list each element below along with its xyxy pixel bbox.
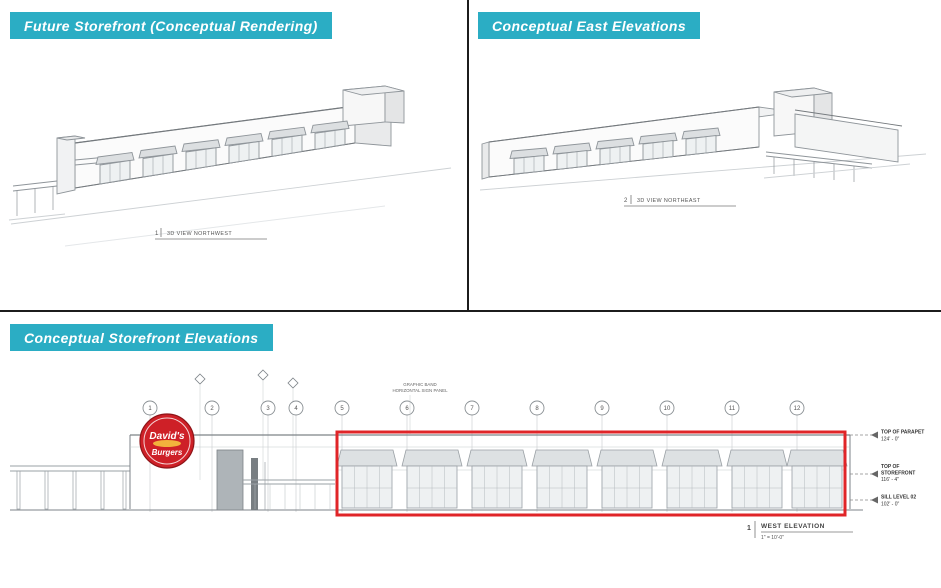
level-marker-icon xyxy=(871,431,878,439)
vertical-divider xyxy=(467,0,469,311)
storefront-bays-ne xyxy=(509,127,721,175)
grid-bubble xyxy=(594,400,610,416)
grid-label: 12 xyxy=(794,406,801,412)
banner-future-storefront: Future Storefront (Conceptual Rendering) xyxy=(10,12,332,39)
building-perspective-nw xyxy=(8,85,452,247)
level-marker-icon xyxy=(871,496,878,504)
banner-title: Conceptual East Elevations xyxy=(492,18,687,34)
level-value: 116' - 4" xyxy=(881,477,899,483)
grid-label: 8 xyxy=(535,406,539,412)
level-marker-icon xyxy=(871,470,878,478)
banner-title: Future Storefront (Conceptual Rendering) xyxy=(24,18,318,34)
burger-bun-icon xyxy=(153,440,181,447)
grid-label: 10 xyxy=(664,406,671,412)
grid-label: 4 xyxy=(294,406,298,412)
grid-bubble xyxy=(334,400,350,416)
grid-bubbles: 1 2 3 4 5 6 7 8 9 10 11 12 xyxy=(142,400,805,512)
caption-text: 3D VIEW NORTHEAST xyxy=(637,198,701,204)
sign-note-line2: HORIZONTAL SIGN PANEL xyxy=(392,388,448,393)
grid-label: 11 xyxy=(729,406,736,412)
storefront-bay xyxy=(466,449,528,509)
building-perspective-ne xyxy=(479,87,927,191)
drawing-caption: 2 3D VIEW NORTHEAST xyxy=(624,195,736,207)
grid-bubble xyxy=(464,400,480,416)
storefront-bay xyxy=(661,449,723,509)
storefront-bay xyxy=(596,449,658,509)
keynote-markers xyxy=(194,369,299,480)
caption-number: 1 xyxy=(155,231,159,237)
level-label2: STOREFRONT xyxy=(881,471,915,477)
rendering-drawing: 1 3D VIEW NORTHWEST xyxy=(8,85,452,247)
elevation-building xyxy=(10,434,863,511)
level-value: 124' - 0" xyxy=(881,437,900,443)
caption-text: 3D VIEW NORTHWEST xyxy=(167,231,232,237)
grid-label: 5 xyxy=(340,406,344,412)
storefront-elevation-drawing: 1 2 3 4 5 6 7 8 9 10 11 12 GRAPHIC BAND … xyxy=(10,369,924,541)
storefront-bay xyxy=(401,449,463,509)
grid-bubble xyxy=(288,400,304,416)
storefront-bay xyxy=(786,449,848,509)
grid-bubble xyxy=(789,400,805,416)
grid-label: 6 xyxy=(405,406,409,412)
storefront-bays-nw xyxy=(95,120,350,185)
level-annotations: TOP OF PARAPET 124' - 0" TOP OF STOREFRO… xyxy=(850,430,924,508)
level-label: TOP OF xyxy=(881,464,899,470)
grid-bubble xyxy=(260,400,276,416)
drawing-caption: 1 3D VIEW NORTHWEST xyxy=(155,228,267,240)
logo-text-line1: David's xyxy=(149,431,185,442)
highlight-box xyxy=(335,430,847,517)
grid-label: 7 xyxy=(470,406,474,412)
grid-bubble xyxy=(724,400,740,416)
level-label: SILL LEVEL 02 xyxy=(881,495,916,501)
level-value: 102' - 0" xyxy=(881,502,900,508)
grid-label: 9 xyxy=(600,406,604,412)
storefront-bay xyxy=(726,449,788,509)
sign-note-line1: GRAPHIC BAND xyxy=(403,382,436,387)
sign-band-note: GRAPHIC BAND HORIZONTAL SIGN PANEL xyxy=(392,382,448,434)
banner-title: Conceptual Storefront Elevations xyxy=(24,330,259,346)
level-annotation-sill: SILL LEVEL 02 102' - 0" xyxy=(850,495,916,508)
grid-label: 2 xyxy=(210,406,214,412)
level-label: TOP OF PARAPET xyxy=(881,430,924,436)
caption-scale: 1" = 10'-0" xyxy=(761,535,784,541)
grid-bubble xyxy=(204,400,220,416)
caption-number: 2 xyxy=(624,198,628,204)
grid-bubble xyxy=(142,400,158,416)
east-elevation-drawing: 2 3D VIEW NORTHEAST xyxy=(479,87,927,207)
grid-label: 1 xyxy=(148,406,152,412)
caption-text: WEST ELEVATION xyxy=(761,523,825,530)
davids-burgers-logo: David's Burgers xyxy=(139,413,195,469)
banner-storefront-elevations: Conceptual Storefront Elevations xyxy=(10,324,273,351)
grid-bubble xyxy=(399,400,415,416)
storefront-bay xyxy=(531,449,593,509)
grid-bubble xyxy=(659,400,675,416)
grid-label: 3 xyxy=(266,406,270,412)
storefront-bay xyxy=(336,449,398,509)
storefront-bays-elevation xyxy=(336,449,848,509)
drawing-caption: 1 WEST ELEVATION 1" = 10'-0" xyxy=(747,521,853,541)
caption-number: 1 xyxy=(747,525,751,532)
logo-text-line2: Burgers xyxy=(152,448,183,457)
level-annotation-storefront: TOP OF STOREFRONT 116' - 4" xyxy=(850,464,915,483)
horizontal-divider xyxy=(0,310,941,312)
level-annotation-parapet: TOP OF PARAPET 124' - 0" xyxy=(850,430,924,443)
grid-bubble xyxy=(529,400,545,416)
banner-east-elevations: Conceptual East Elevations xyxy=(478,12,701,39)
